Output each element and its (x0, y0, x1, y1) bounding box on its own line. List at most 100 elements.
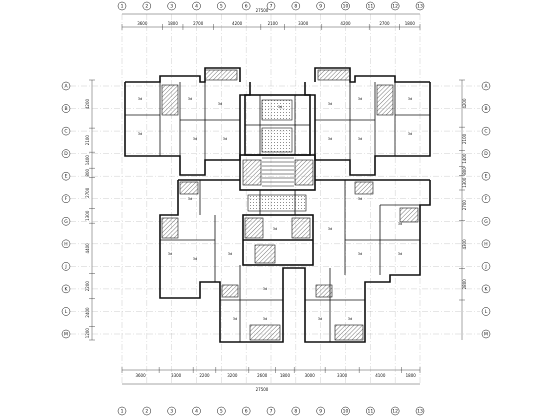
stair-core (262, 157, 294, 187)
axis-label-left: E (65, 174, 68, 180)
axis-label-bottom: 12 (392, 409, 398, 415)
dimension-value: 1300 (85, 210, 90, 221)
dimension-value: 3600 (135, 373, 146, 378)
dimension-value: 2100 (85, 135, 90, 146)
axis-label-right: L (485, 309, 488, 315)
room-tag: 3d (358, 97, 362, 101)
dimension-value: 2700 (85, 187, 90, 198)
interior-partitions (125, 82, 430, 342)
axis-bubble-right (481, 171, 491, 181)
axis-bubble-bottom (366, 406, 375, 416)
room-tag: 3d (358, 197, 362, 201)
room-tag: 3d (318, 317, 322, 321)
room-tag: 3d (328, 102, 332, 106)
axis-bubble-left (61, 81, 71, 91)
axis-bubble-bottom (266, 406, 276, 416)
axis-bubble-right (481, 284, 491, 294)
axis-label-left: L (65, 309, 68, 315)
axis-label-top: 6 (245, 4, 248, 10)
dimension-value: 1200 (85, 328, 90, 339)
axis-bubble-right (481, 329, 491, 339)
dimension-value: 2700 (379, 21, 390, 26)
axis-bubble-top (241, 1, 251, 11)
room-tag: 3d (193, 257, 197, 261)
axis-bubble-bottom (217, 406, 226, 416)
axis-bubble-top (366, 1, 375, 11)
dimension-value: 1800 (405, 21, 416, 26)
room-tag: 3d (358, 137, 362, 141)
axis-bubble-left (61, 171, 71, 181)
axis-label-top: 1 (121, 4, 124, 10)
room-tag: 3d (138, 132, 142, 136)
axis-bubble-top (316, 1, 325, 11)
axis-label-left: K (65, 286, 69, 292)
axis-bubble-top (341, 1, 350, 11)
axis-label-bottom: 13 (417, 409, 423, 415)
axis-label-bottom: 2 (145, 409, 148, 415)
axis-bubble-top (217, 1, 226, 11)
axis-label-left: M (64, 332, 68, 338)
axis-bubble-left (61, 307, 71, 316)
axis-bubble-left (61, 239, 71, 249)
axis-bubble-left (61, 149, 71, 158)
axis-bubble-top (117, 1, 127, 11)
dimension-value: 4200 (232, 21, 243, 26)
dimension-value: 2200 (85, 281, 90, 292)
axis-bubble-right (481, 262, 491, 271)
axis-bubble-bottom (291, 406, 301, 416)
axis-bubble-bottom (390, 406, 400, 416)
dimension-value: 1800 (168, 21, 179, 26)
axis-bubble-left (61, 104, 71, 113)
axis-label-top: 10 (343, 4, 349, 10)
axis-label-right: H (484, 241, 487, 247)
dimension-value: 2700 (462, 200, 467, 211)
axis-bubble-bottom (142, 406, 152, 416)
axis-label-bottom: 11 (367, 409, 373, 415)
room-tag: 3d (398, 222, 402, 226)
axis-label-right: E (485, 174, 488, 180)
dimension-value: 1800 (280, 373, 291, 378)
axis-label-top: 13 (417, 4, 423, 10)
axis-bubble-right (481, 126, 491, 136)
room-tag: 3d (263, 287, 267, 291)
room-tag: 3d (398, 252, 402, 256)
dimension-value: 4400 (85, 243, 90, 254)
dimension-value: 3600 (137, 21, 148, 26)
axis-bubble-top (415, 1, 425, 11)
dimension-value: 2200 (199, 373, 210, 378)
axis-label-right: A (484, 84, 488, 90)
axis-label-bottom: 8 (294, 409, 297, 415)
hatched-areas (161, 69, 419, 341)
axis-label-right: F (485, 196, 488, 202)
axis-label-top: 3 (170, 4, 173, 10)
dimension-value: 2100 (268, 21, 279, 26)
dimension-value: 1400 (462, 153, 467, 164)
axis-bubble-left (61, 217, 71, 226)
overall-dimension-bottom: 27500 (256, 387, 269, 392)
axis-label-left: F (65, 196, 68, 202)
dimension-value: 800 (85, 169, 90, 177)
axis-label-top: 12 (392, 4, 398, 10)
room-tag: 3d (188, 197, 192, 201)
axis-bubble-right (481, 307, 491, 316)
axis-bubble-right (481, 239, 491, 249)
room-tag: 3d (138, 97, 142, 101)
dimension-value: 3300 (298, 21, 309, 26)
axis-bubble-top (167, 1, 176, 11)
axis-label-bottom: 9 (319, 409, 322, 415)
axis-bubble-left (61, 194, 71, 203)
room-tag: 3d (168, 252, 172, 256)
building-walls (124, 67, 431, 343)
axis-bubble-right (481, 149, 491, 158)
dimension-value: 2100 (462, 133, 467, 144)
axis-bubble-top (142, 1, 152, 11)
axis-label-left: C (64, 129, 67, 135)
room-tag: 3d (223, 137, 227, 141)
room-tag: 3d (233, 317, 237, 321)
axis-bubble-bottom (415, 406, 425, 416)
dimension-value: 3200 (227, 373, 238, 378)
room-tag: 3d (328, 137, 332, 141)
